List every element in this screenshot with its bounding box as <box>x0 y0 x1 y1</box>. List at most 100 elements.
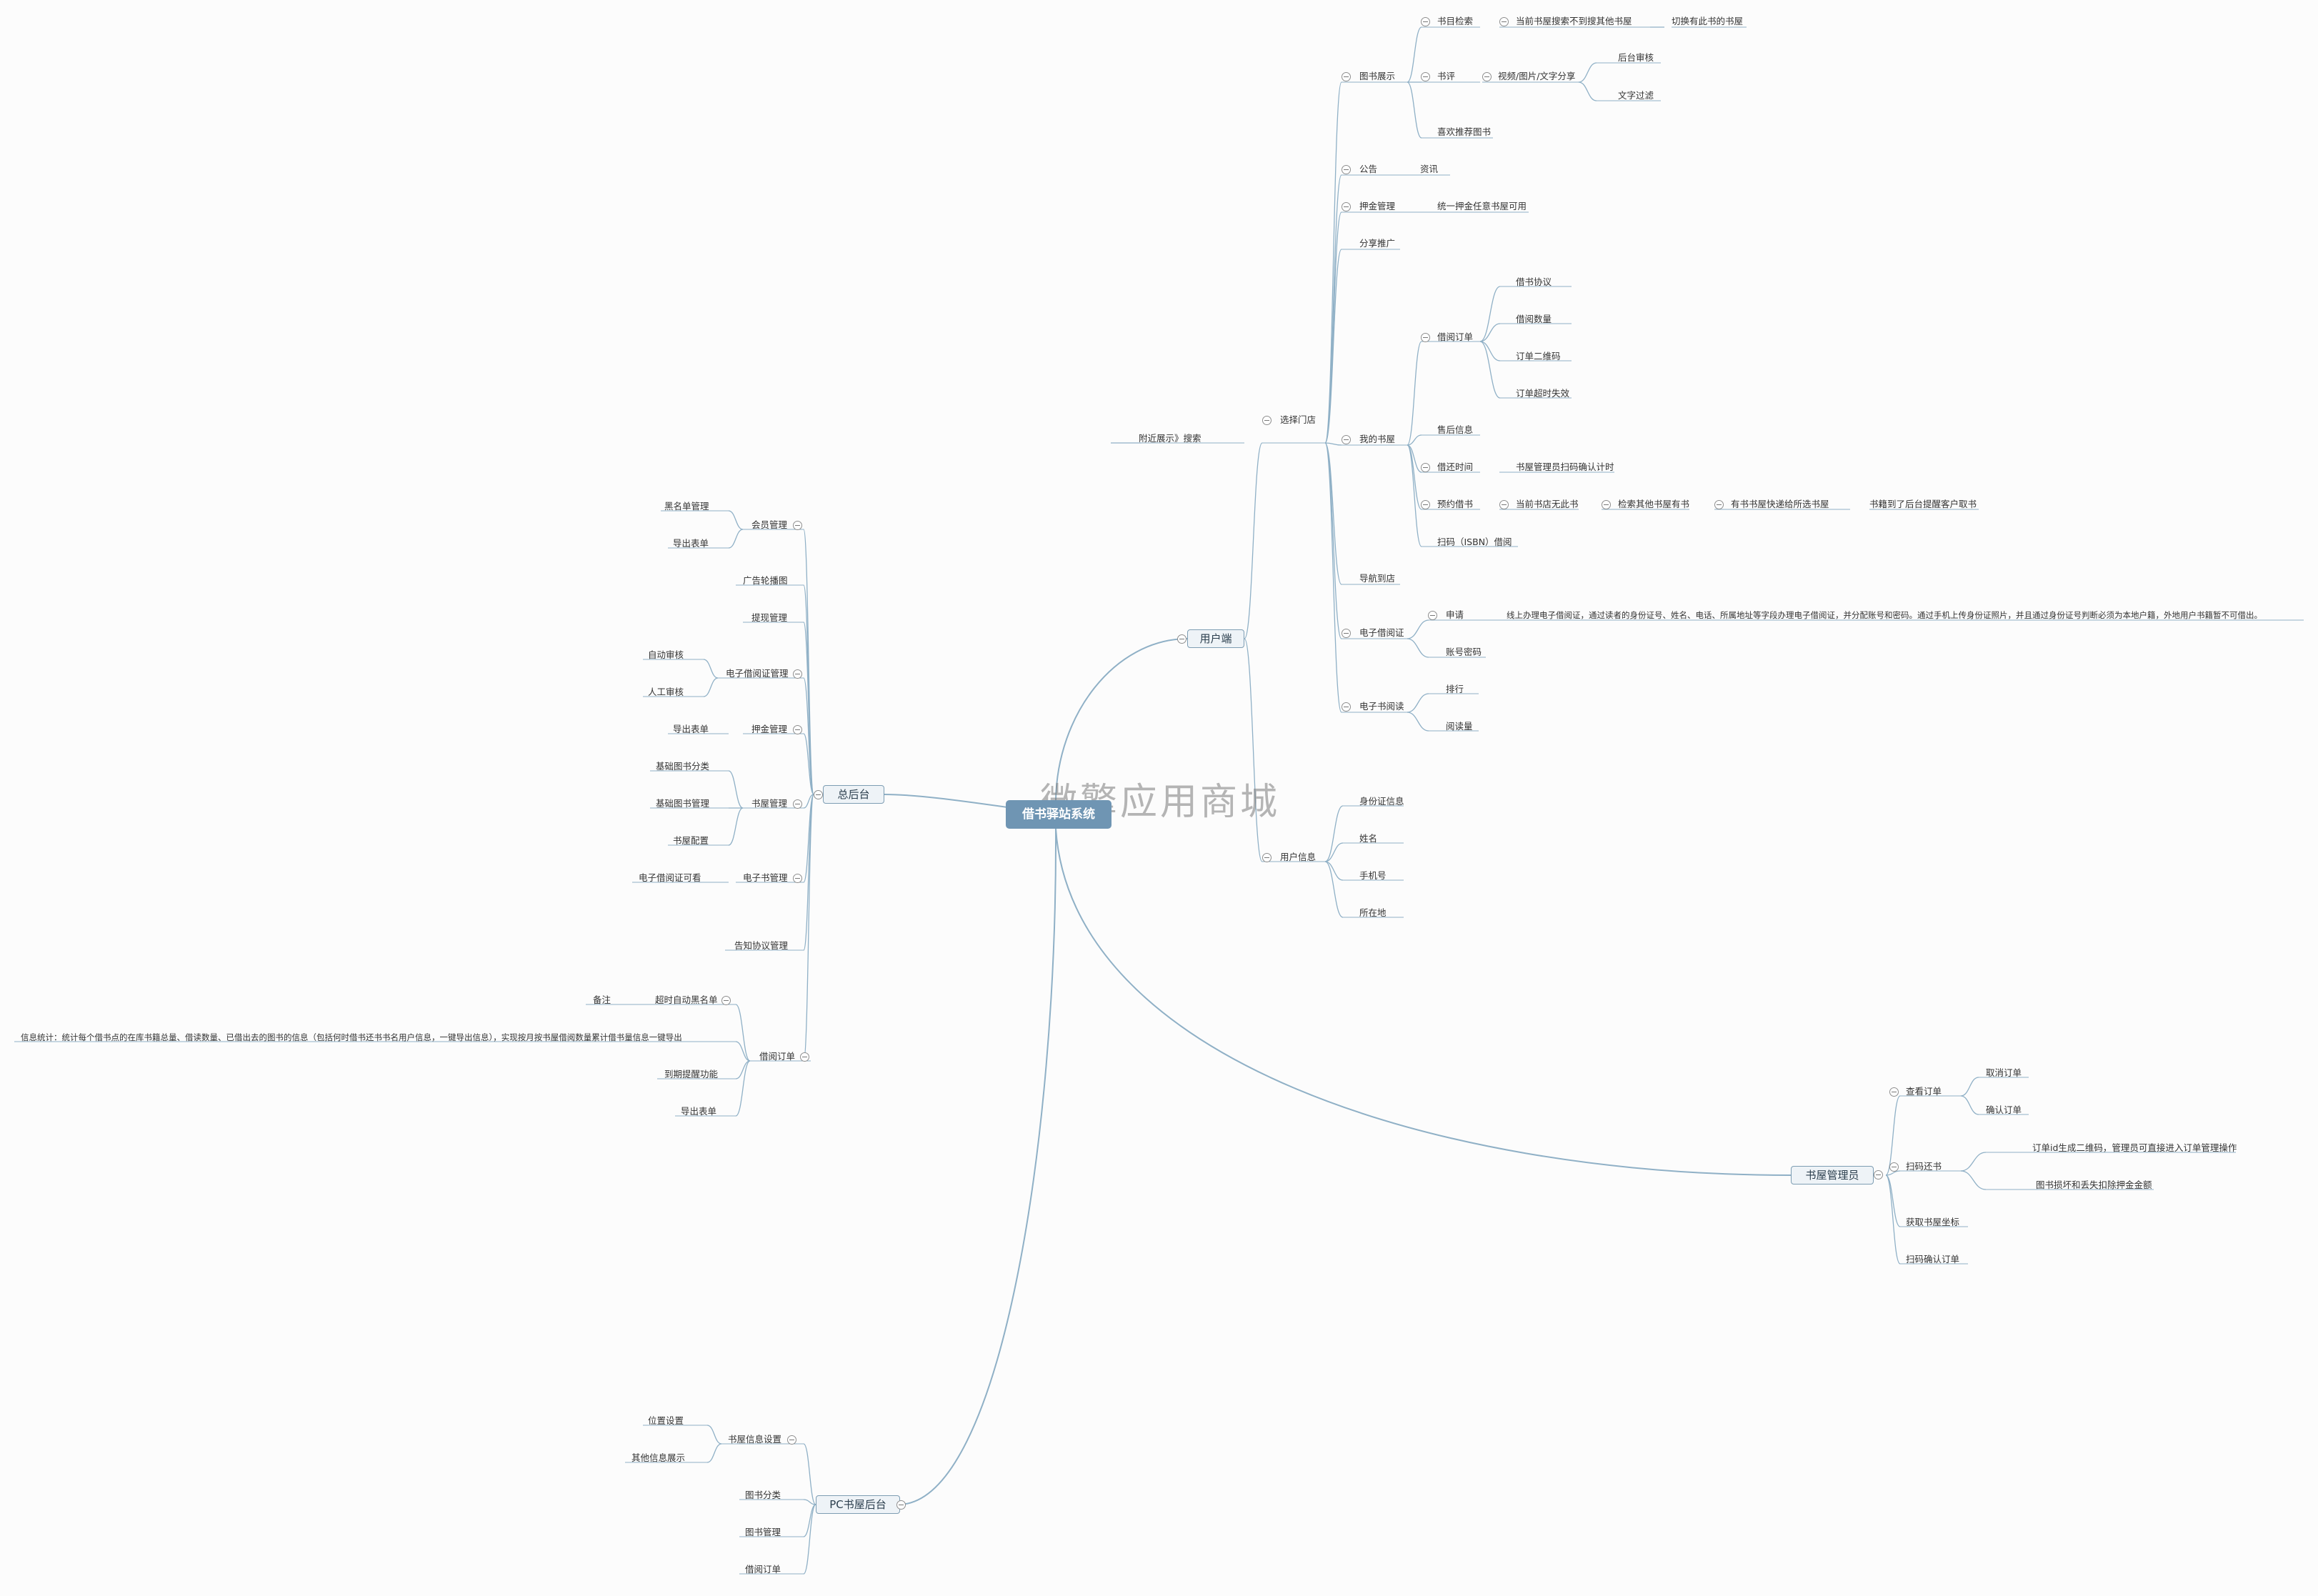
collapse-icon[interactable] <box>1482 72 1492 81</box>
topic-order-expire[interactable]: 订单超时失效 <box>1516 388 1570 399</box>
topic-cancel-order[interactable]: 取消订单 <box>1986 1067 2022 1078</box>
topic-reads[interactable]: 阅读量 <box>1446 721 1473 732</box>
topic-order-qr[interactable]: 订单二维码 <box>1516 351 1561 361</box>
topic-after-sale[interactable]: 售后信息 <box>1437 424 1474 435</box>
topic-navigate[interactable]: 导航到店 <box>1359 573 1396 584</box>
collapse-icon[interactable] <box>1342 165 1351 174</box>
collapse-icon[interactable] <box>1428 611 1437 620</box>
topic-not-found[interactable]: 当前书屋搜索不到搜其他书屋 <box>1516 16 1632 26</box>
topic-scan-confirm-order[interactable]: 扫码确认订单 <box>1906 1254 1960 1265</box>
topic-location[interactable]: 所在地 <box>1359 907 1387 918</box>
topic-review[interactable]: 书评 <box>1437 71 1456 81</box>
collapse-icon[interactable] <box>1421 500 1430 509</box>
collapse-icon[interactable] <box>1602 500 1611 509</box>
topic-deposit[interactable]: 押金管理 <box>1359 201 1396 211</box>
topic-export1[interactable]: 导出表单 <box>673 538 709 549</box>
topic-backend-review[interactable]: 后台审核 <box>1618 52 1654 63</box>
topic-overdue-black[interactable]: 超时自动黑名单 <box>655 994 718 1005</box>
collapse-icon[interactable] <box>787 1435 796 1445</box>
collapse-user-icon[interactable] <box>1177 634 1187 644</box>
topic-reserve[interactable]: 预约借书 <box>1437 499 1474 509</box>
topic-my-shelf[interactable]: 我的书屋 <box>1359 434 1396 444</box>
topic-no-book[interactable]: 当前书店无此书 <box>1516 499 1579 509</box>
topic-news[interactable]: 资讯 <box>1420 164 1439 174</box>
collapse-icon[interactable] <box>1342 435 1351 444</box>
topic-coords[interactable]: 获取书屋坐标 <box>1906 1217 1960 1227</box>
topic-idcard[interactable]: 身份证信息 <box>1359 796 1404 807</box>
collapse-icon[interactable] <box>1342 629 1351 638</box>
topic-apply[interactable]: 申请 <box>1446 609 1464 620</box>
collapse-icon[interactable] <box>793 725 802 734</box>
collapse-icon[interactable] <box>1342 702 1351 712</box>
topic-borrow-count[interactable]: 借阅数量 <box>1516 314 1552 324</box>
topic-blacklist[interactable]: 黑名单管理 <box>664 501 709 512</box>
branch-user[interactable]: 用户端 <box>1187 629 1244 648</box>
collapse-icon[interactable] <box>793 874 802 883</box>
branch-admin[interactable]: 总后台 <box>823 785 884 804</box>
topic-position[interactable]: 位置设置 <box>648 1415 684 1426</box>
topic-apply-note[interactable]: 线上办理电子借阅证，通过读者的身份证号、姓名、电话、所属地址等字段办理电子借阅证… <box>1507 610 2262 620</box>
topic-book-display[interactable]: 图书展示 <box>1359 71 1396 81</box>
topic-deposit-note[interactable]: 统一押金任意书屋可用 <box>1437 201 1527 211</box>
collapse-icon[interactable] <box>1421 17 1430 26</box>
topic-admin-borrow-order[interactable]: 借阅订单 <box>759 1051 796 1062</box>
topic-ebook-mgmt[interactable]: 电子书管理 <box>743 872 788 883</box>
topic-stats[interactable]: 信息统计：统计每个借书点的在库书籍总量、借读数量、已借出去的图书的信息（包括何时… <box>21 1032 682 1042</box>
collapse-icon[interactable] <box>1342 202 1351 211</box>
collapse-icon[interactable] <box>1262 416 1272 425</box>
topic-notice-mgmt[interactable]: 告知协议管理 <box>734 940 789 951</box>
topic-manual-review[interactable]: 人工审核 <box>648 687 684 697</box>
topic-share-media[interactable]: 视频/图片/文字分享 <box>1498 71 1576 81</box>
topic-book-search[interactable]: 书目检索 <box>1437 16 1474 26</box>
topic-ranking[interactable]: 排行 <box>1446 684 1464 694</box>
topic-ad-banner[interactable]: 广告轮播图 <box>743 575 788 586</box>
topic-share-promo[interactable]: 分享推广 <box>1359 238 1396 249</box>
collapse-icon[interactable] <box>1421 72 1430 81</box>
topic-pc-borrow-order[interactable]: 借阅订单 <box>745 1564 781 1575</box>
topic-export3[interactable]: 导出表单 <box>681 1106 717 1117</box>
topic-shelf-mgmt[interactable]: 书屋管理 <box>751 798 788 809</box>
topic-base-category[interactable]: 基础图书分类 <box>656 761 710 772</box>
topic-notify[interactable]: 有书书屋快递给所选书屋 <box>1731 499 1829 509</box>
collapse-pc-icon[interactable] <box>896 1500 906 1510</box>
topic-deposit-mgmt[interactable]: 押金管理 <box>751 724 788 734</box>
topic-text-filter[interactable]: 文字过滤 <box>1618 90 1654 101</box>
topic-account-pwd[interactable]: 账号密码 <box>1446 647 1482 657</box>
topic-recommend[interactable]: 喜欢推荐图书 <box>1437 126 1492 137</box>
topic-shelf-config[interactable]: 书屋配置 <box>673 835 709 846</box>
topic-reminder[interactable]: 提现管理 <box>751 612 788 623</box>
collapse-icon[interactable] <box>1421 333 1430 342</box>
topic-export2[interactable]: 导出表单 <box>673 724 709 734</box>
topic-arrived[interactable]: 书籍到了后台提醒客户取书 <box>1869 499 1977 509</box>
topic-ecard-view[interactable]: 电子借阅证可看 <box>639 872 701 883</box>
topic-borrow-order[interactable]: 借阅订单 <box>1437 331 1474 342</box>
collapse-icon[interactable] <box>1499 500 1509 509</box>
topic-shelf-info[interactable]: 书屋信息设置 <box>728 1434 782 1445</box>
root-node[interactable]: 借书驿站系统 <box>1006 800 1111 829</box>
collapse-manager-icon[interactable] <box>1874 1170 1883 1179</box>
collapse-icon[interactable] <box>1889 1087 1899 1097</box>
topic-agreement[interactable]: 借书协议 <box>1516 276 1552 287</box>
collapse-icon[interactable] <box>1499 17 1509 26</box>
topic-ecard-mgmt[interactable]: 电子借阅证管理 <box>726 668 789 679</box>
topic-user-info[interactable]: 用户信息 <box>1280 852 1317 862</box>
collapse-icon[interactable] <box>1262 853 1272 862</box>
topic-due-remind[interactable]: 到期提醒功能 <box>664 1069 719 1079</box>
topic-order-qr-note[interactable]: 订单id生成二维码，管理员可直接进入订单管理操作 <box>2032 1142 2237 1153</box>
collapse-icon[interactable] <box>1714 500 1724 509</box>
topic-switch-store[interactable]: 切换有此书的书屋 <box>1672 16 1744 26</box>
collapse-icon[interactable] <box>793 669 802 679</box>
topic-ebook[interactable]: 电子书阅读 <box>1359 701 1404 712</box>
topic-search-others[interactable]: 检索其他书屋有书 <box>1618 499 1690 509</box>
topic-name[interactable]: 姓名 <box>1359 833 1378 844</box>
collapse-icon[interactable] <box>1889 1162 1899 1172</box>
collapse-admin-icon[interactable] <box>814 790 823 799</box>
collapse-icon[interactable] <box>1342 72 1351 81</box>
topic-scan-return[interactable]: 扫码还书 <box>1906 1161 1942 1172</box>
collapse-icon[interactable] <box>1421 463 1430 472</box>
topic-books[interactable]: 图书管理 <box>745 1527 781 1537</box>
collapse-icon[interactable] <box>721 996 731 1005</box>
topic-scan-confirm-time[interactable]: 书屋管理员扫码确认计时 <box>1516 462 1614 472</box>
topic-ecard[interactable]: 电子借阅证 <box>1359 627 1404 638</box>
topic-phone[interactable]: 手机号 <box>1359 870 1387 881</box>
